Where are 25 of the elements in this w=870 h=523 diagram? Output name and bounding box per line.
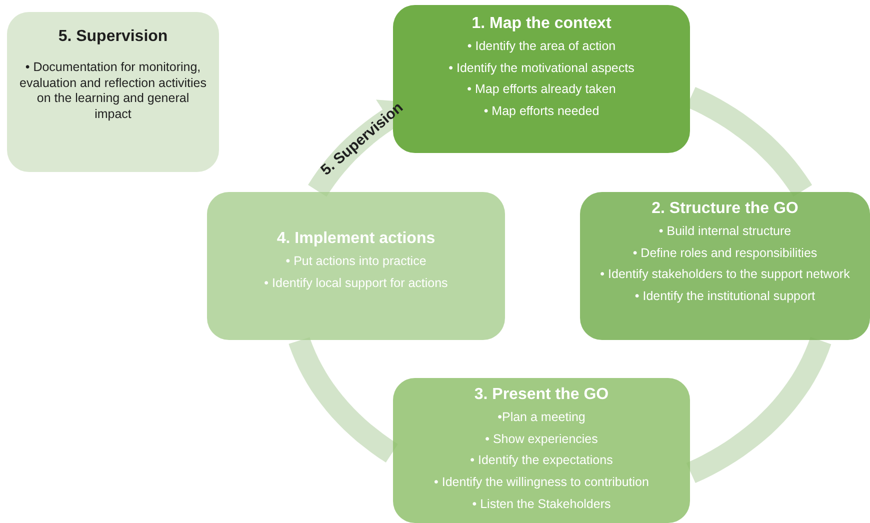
step-title: 1. Map the context	[472, 15, 612, 33]
bullet-point: • Map efforts already taken	[467, 82, 616, 98]
bullet-point: • Define roles and responsibilities	[632, 246, 818, 262]
bullet-point: • Identify the institutional support	[634, 288, 816, 304]
step-title: 2. Structure the GO	[652, 200, 798, 218]
bullet-point: • Identify the willingness to contribution	[434, 474, 649, 490]
step-title: 4. Implement actions	[276, 230, 436, 248]
bullet-point: •Plan a meeting	[498, 410, 586, 426]
bullet-point: • Identify the area of action	[467, 39, 616, 55]
bullet-point: • Identify the expectations	[470, 453, 613, 469]
bullet-point: • Listen the Stakeholders	[472, 496, 611, 512]
step-box	[7, 12, 219, 172]
bullet-point: • Build internal structure	[658, 224, 792, 240]
bullet-point: • Identify the motivational aspects	[448, 60, 634, 76]
bullet-point: • Identify local support for actions	[264, 276, 448, 292]
step-title: 3. Present the GO	[474, 386, 609, 404]
step-title: 5. Supervision	[58, 28, 168, 46]
step-box	[207, 192, 505, 340]
bullet-point: • Documentation for monitoring, evaluation and reflection activities on the learning and general impact	[18, 60, 208, 122]
bullet-point: • Put actions into practice	[286, 254, 426, 270]
bullet-point: • Identify stakeholders to the support network	[600, 267, 850, 283]
step-box	[393, 378, 690, 523]
bullet-point: • Map efforts needed	[484, 104, 600, 120]
bullet-point: • Show experiencies	[485, 432, 598, 448]
step-box	[580, 192, 870, 340]
